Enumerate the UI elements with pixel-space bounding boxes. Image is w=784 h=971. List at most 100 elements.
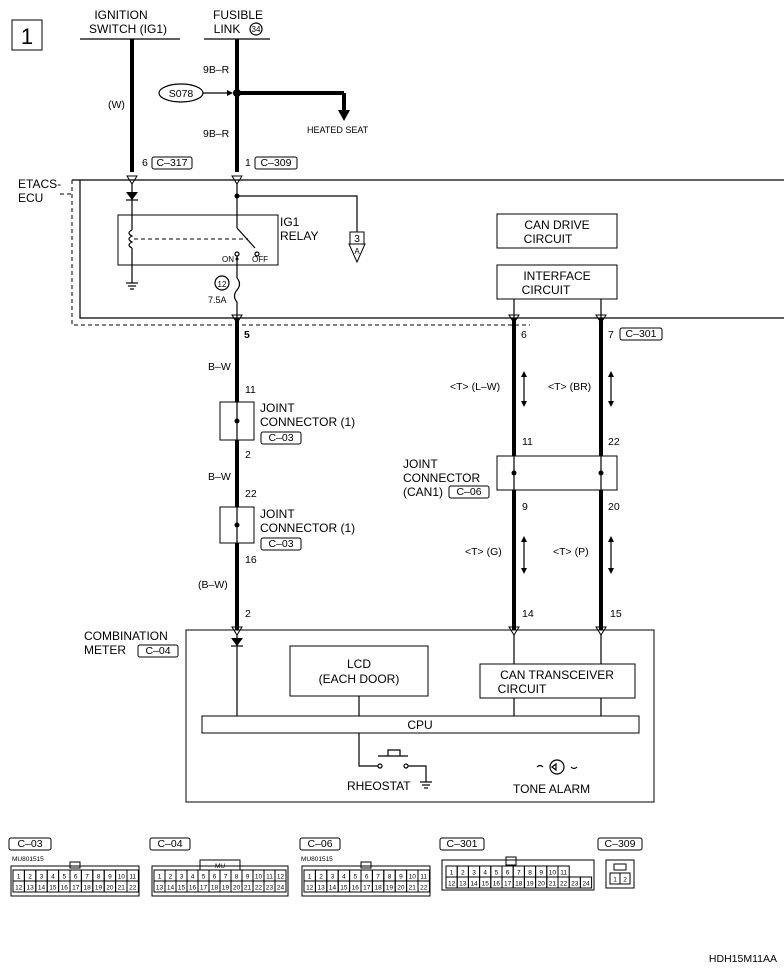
pin-number: 6 bbox=[213, 874, 217, 881]
jc1b-label-1: JOINT bbox=[260, 507, 295, 521]
pin-c309: 1 bbox=[245, 157, 251, 169]
pin-number: 1 bbox=[308, 874, 312, 881]
face-c04-tab: MU bbox=[215, 863, 225, 870]
pin-number: 4 bbox=[483, 870, 487, 877]
figure-number-box: 1 bbox=[11, 19, 43, 51]
meter-label-1: COMBINATION bbox=[84, 629, 168, 643]
pin-number: 9 bbox=[539, 870, 543, 877]
face-c301-code: C–301 bbox=[447, 838, 478, 850]
pin-number: 5 bbox=[353, 874, 357, 881]
pin-number: 1 bbox=[17, 874, 21, 881]
figure-number: 1 bbox=[21, 24, 33, 49]
reference-3a: 3 A bbox=[348, 231, 366, 264]
pin-number: 2 bbox=[461, 870, 465, 877]
jc1b-label-2: CONNECTOR (1) bbox=[260, 521, 355, 535]
pin-number: 2 bbox=[169, 874, 173, 881]
pin-ecu-5: 5 bbox=[244, 329, 250, 341]
pin-number: 17 bbox=[363, 885, 371, 892]
fusible-link-header: FUSIBLE LINK 34 bbox=[204, 8, 270, 40]
pin-number: 12 bbox=[15, 885, 23, 892]
fuse-12: 12 7.5A bbox=[208, 256, 241, 318]
pin-number: 15 bbox=[49, 885, 57, 892]
pin-number: 20 bbox=[397, 885, 405, 892]
pin-number: 4 bbox=[51, 874, 55, 881]
face-c04-code: C–04 bbox=[157, 838, 182, 850]
jccan-label-3: (CAN1) bbox=[403, 485, 443, 499]
tone-alarm-icon bbox=[549, 759, 565, 775]
interface-1: INTERFACE bbox=[523, 269, 590, 283]
pin-number: 19 bbox=[526, 881, 534, 888]
wire-label-lw: <T> (L–W) bbox=[450, 381, 500, 393]
pin-number: 22 bbox=[129, 885, 137, 892]
pin-number: 16 bbox=[493, 881, 501, 888]
pin-number: 22 bbox=[560, 881, 568, 888]
pin-number: 10 bbox=[409, 874, 417, 881]
pin-number: 5 bbox=[202, 874, 206, 881]
pin-number: 4 bbox=[342, 874, 346, 881]
ignition-label-1: IGNITION bbox=[94, 8, 147, 22]
tone-alarm: TONE ALARM bbox=[513, 759, 590, 796]
footer-code: HDH15M11AA bbox=[709, 953, 777, 965]
can-tx-label-1: CAN TRANSCEIVER bbox=[500, 668, 614, 682]
fuse-rating: 7.5A bbox=[208, 295, 227, 305]
connector-c317: C–317 bbox=[157, 157, 188, 169]
pin-number: 14 bbox=[329, 885, 337, 892]
meter-diode bbox=[231, 638, 243, 646]
wire-label-br: <T> (BR) bbox=[548, 381, 591, 393]
pin-number: 5 bbox=[62, 874, 66, 881]
pin-number: 4 bbox=[191, 874, 195, 881]
ecu-top-terminals bbox=[126, 175, 243, 185]
pin-number: 21 bbox=[244, 885, 252, 892]
etacs-ecu: ETACS- ECU ON OFF IG1 RELAY bbox=[18, 175, 784, 326]
pin-number: 21 bbox=[118, 885, 126, 892]
pin-number: 11 bbox=[420, 874, 427, 881]
can-drive-circuit: CAN DRIVE CIRCUIT bbox=[496, 213, 618, 249]
pin-number: 24 bbox=[582, 881, 590, 888]
face-c06-code: C–06 bbox=[307, 838, 332, 850]
face-c03-part: MU801515 bbox=[12, 856, 44, 863]
pin-number: 21 bbox=[549, 881, 557, 888]
connector-c309: C–309 bbox=[261, 157, 292, 169]
relay-off: OFF bbox=[252, 255, 268, 264]
meter-label-2: METER bbox=[84, 643, 126, 657]
interface-circuit: INTERFACE CIRCUIT bbox=[496, 264, 618, 318]
pin-number: 3 bbox=[40, 874, 44, 881]
pin-number: 3 bbox=[331, 874, 335, 881]
pin-number: 2 bbox=[623, 877, 627, 884]
face-c309-code: C–309 bbox=[605, 838, 636, 850]
wire-label-bw-3: (B–W) bbox=[198, 579, 228, 591]
pin-number: 17 bbox=[200, 885, 208, 892]
meter-pin-14: 14 bbox=[522, 608, 534, 620]
connector-c301: C–301 bbox=[626, 328, 657, 340]
pin-number: 8 bbox=[97, 874, 101, 881]
combination-meter: COMBINATION METER C–04 LCD (EACH DOOR) C… bbox=[84, 626, 655, 803]
pin-ecu-6: 6 bbox=[521, 329, 527, 341]
jc1a-out-pin: 2 bbox=[245, 449, 251, 461]
wire-label-bw-1: B–W bbox=[208, 361, 231, 373]
wire-label-p: <T> (P) bbox=[553, 546, 589, 558]
pin-number: 15 bbox=[178, 885, 186, 892]
pin-number: 7 bbox=[517, 870, 521, 877]
relay-label-1: IG1 bbox=[280, 215, 300, 229]
fusible-label-1: FUSIBLE bbox=[213, 8, 263, 22]
ignition-switch-header: IGNITION SWITCH (IG1) bbox=[80, 8, 180, 40]
pin-number: 18 bbox=[211, 885, 219, 892]
pin-number: 8 bbox=[235, 874, 239, 881]
jccan-label-1: JOINT bbox=[403, 457, 438, 471]
jc1b-code: C–03 bbox=[268, 538, 293, 550]
jc1b-in-pin: 22 bbox=[245, 488, 257, 500]
pin-ecu-7: 7 bbox=[608, 329, 614, 341]
can-pin-22: 22 bbox=[608, 436, 620, 448]
interface-2: CIRCUIT bbox=[522, 283, 571, 297]
pin-number: 17 bbox=[504, 881, 512, 888]
fusible-number: 34 bbox=[252, 25, 261, 34]
wires bbox=[130, 39, 603, 630]
pin-number: 22 bbox=[420, 885, 428, 892]
pin-number: 9 bbox=[246, 874, 250, 881]
jccan-label-2: CONNECTOR bbox=[403, 471, 480, 485]
jc1a-code: C–03 bbox=[268, 432, 293, 444]
pin-number: 15 bbox=[340, 885, 348, 892]
